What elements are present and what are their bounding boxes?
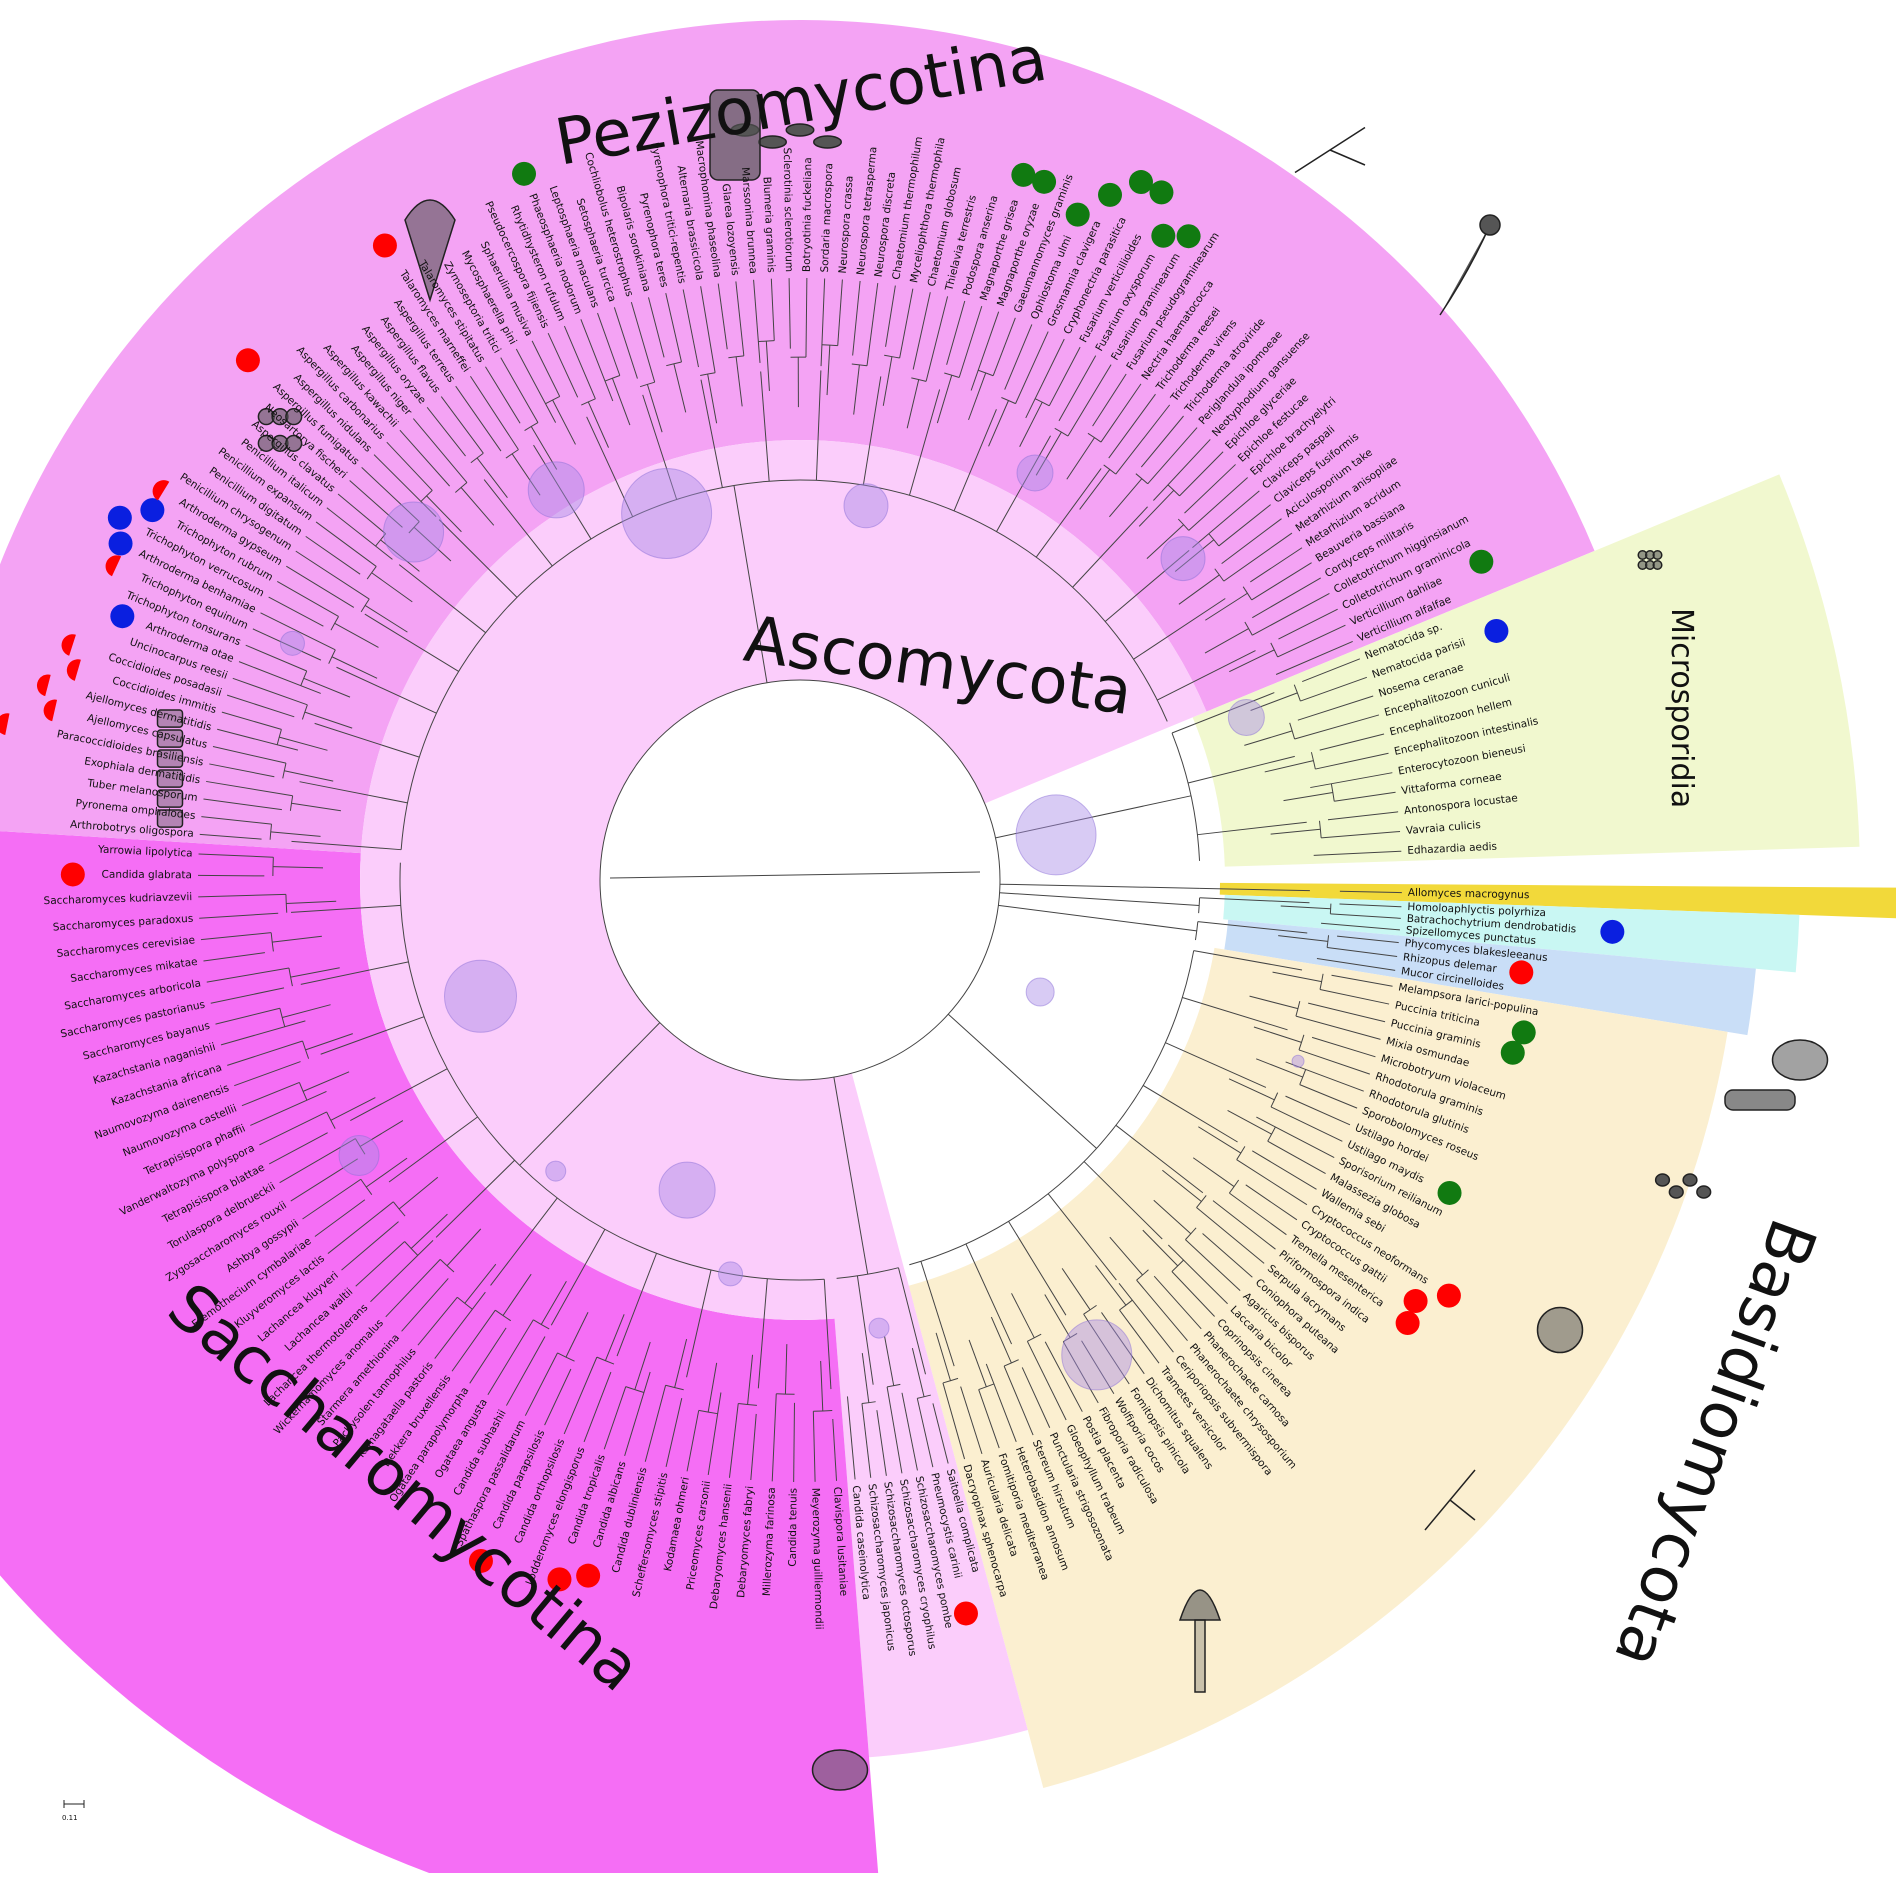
node-bubble	[622, 469, 712, 559]
leaf-label: Allomyces macrogynus	[1408, 887, 1530, 902]
node-bubble	[1062, 1320, 1132, 1390]
node-bubble	[1228, 700, 1264, 736]
pathogen-marker-green	[1512, 1020, 1536, 1044]
node-bubble	[844, 484, 888, 528]
pathogen-marker-green	[1469, 550, 1493, 574]
organism-illustration	[1538, 1308, 1583, 1353]
organism-illustration	[1295, 128, 1365, 173]
pathogen-marker-blue	[110, 604, 134, 628]
node-bubble	[1292, 1055, 1304, 1067]
pathogen-marker-red	[1509, 960, 1533, 984]
pathogen-marker-red	[236, 348, 260, 372]
pathogen-marker-green	[1501, 1041, 1525, 1065]
node-bubble	[1161, 537, 1205, 581]
pathogen-marker-red	[954, 1601, 978, 1625]
node-bubble	[719, 1262, 743, 1286]
node-bubble	[659, 1162, 715, 1218]
organism-illustration	[813, 1750, 868, 1790]
pathogen-marker-blue	[1484, 619, 1508, 643]
pathogen-marker-green	[1011, 163, 1035, 187]
pathogen-marker-green	[1151, 224, 1175, 248]
pathogen-marker-green	[1129, 170, 1153, 194]
pathogen-marker-green	[512, 162, 536, 186]
node-bubble	[528, 462, 584, 518]
node-bubble	[445, 960, 517, 1032]
clade-label-microsporidia: Microsporidia	[1664, 608, 1699, 808]
pathogen-marker-blue	[109, 532, 133, 556]
pathogen-marker-blue	[1600, 920, 1624, 944]
pathogen-marker-green	[1032, 170, 1056, 194]
node-bubble	[869, 1318, 889, 1338]
organism-illustration	[1725, 1090, 1795, 1110]
pathogen-marker-green	[1149, 180, 1173, 204]
pathogen-marker-red	[1437, 1284, 1461, 1308]
pathogen-marker-red	[1396, 1311, 1420, 1335]
leaf-label: Candida glabrata	[102, 869, 193, 882]
scale-bar: 0.11	[62, 1800, 84, 1822]
pathogen-marker-red	[373, 234, 397, 258]
leaf-label: Botryotinia fuckeliana	[801, 157, 814, 272]
pathogen-marker-red	[1404, 1289, 1428, 1313]
pathogen-marker-green	[1066, 203, 1090, 227]
node-bubble	[1026, 978, 1054, 1006]
pathogen-marker-green	[1177, 224, 1201, 248]
organism-illustration	[1773, 1040, 1828, 1080]
leaf-label: Sclerotinia sclerotiorum	[781, 148, 795, 273]
pathogen-marker-green	[1438, 1181, 1462, 1205]
organism-illustration	[1440, 215, 1500, 315]
node-bubble	[384, 502, 444, 562]
pathogen-marker-green	[1098, 183, 1122, 207]
leaf-label: Candida tenuis	[787, 1488, 800, 1567]
pathogen-marker-red	[576, 1564, 600, 1588]
node-bubble	[280, 631, 304, 655]
pathogen-marker-blue	[140, 498, 164, 522]
scale-bar-label: 0.11	[62, 1814, 78, 1822]
pathogen-marker-blue	[108, 506, 132, 530]
node-bubble	[1017, 455, 1053, 491]
node-bubble	[1016, 795, 1096, 875]
node-bubble	[339, 1136, 379, 1176]
pathogen-marker-red	[61, 862, 85, 886]
node-bubble	[546, 1161, 566, 1181]
